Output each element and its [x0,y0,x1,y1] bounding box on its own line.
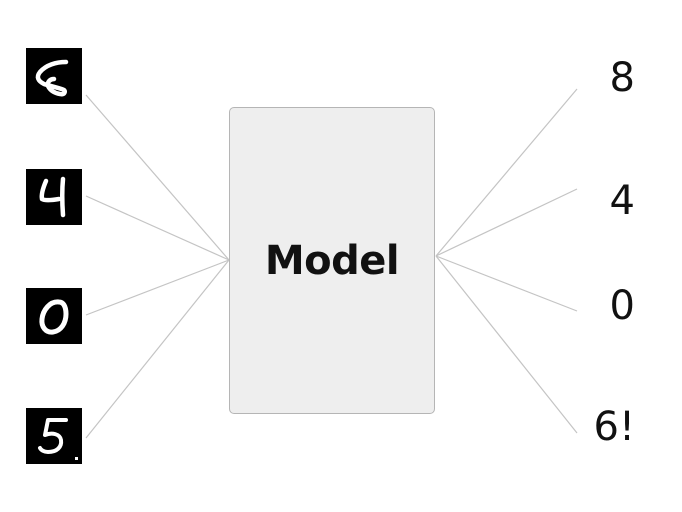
output-connector-1 [435,88,578,257]
input-digit-1 [26,48,82,104]
handwritten-digit-5-icon [38,418,78,460]
input-connector-4 [85,259,230,439]
input-digit-4 [26,408,82,464]
handwritten-digit-4-icon [39,176,66,218]
input-connector-2 [85,195,230,261]
input-connector-1 [85,94,230,261]
handwritten-digit-0-icon [39,299,69,335]
output-prediction-1: 8 [609,55,635,101]
output-prediction-2: 4 [609,178,635,224]
input-connector-3 [85,259,230,316]
output-connector-4 [435,255,578,434]
model-label: Model [264,237,400,284]
model-box: Model [229,107,435,414]
output-connector-3 [435,255,578,312]
input-digit-3 [26,288,82,344]
handwritten-digit-6-icon [35,59,69,97]
output-prediction-3: 0 [609,283,635,329]
output-connector-2 [435,188,578,257]
output-prediction-4: 6! [593,404,635,450]
input-digit-2 [26,169,82,225]
